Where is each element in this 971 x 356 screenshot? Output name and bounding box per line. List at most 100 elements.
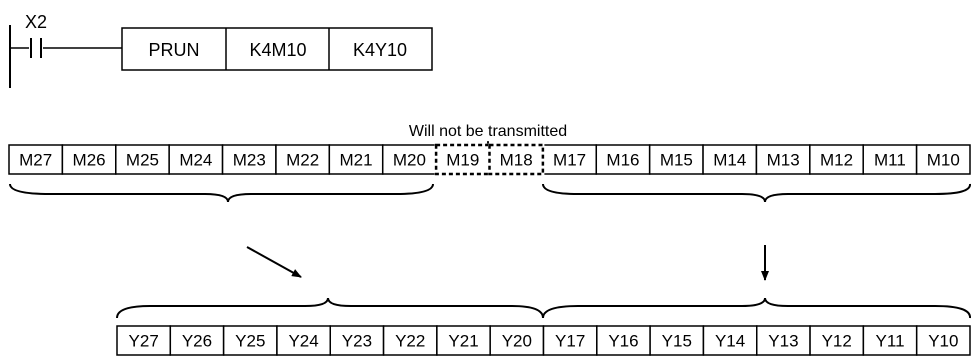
m-register-cell-border	[595, 144, 651, 175]
y-register-cell: Y25	[222, 325, 278, 356]
y-register-cell: Y24	[276, 325, 331, 356]
y-register-cell: Y15	[649, 325, 705, 356]
y-register-cell: Y23	[329, 325, 385, 356]
y-register-cell-label: Y24	[288, 332, 318, 351]
y-register-cell-label: Y21	[448, 332, 478, 351]
m-register-cell-border	[275, 144, 331, 175]
m-register-cell-label: M24	[179, 151, 212, 170]
y-register-cell-border	[915, 325, 971, 356]
m-register-cell: M21	[328, 144, 384, 175]
instruction-destination: K4Y10	[353, 40, 407, 60]
instruction-opcode: PRUN	[148, 40, 199, 60]
m-register-cell: M25	[115, 144, 170, 175]
y-register-cell-border	[596, 325, 651, 356]
y-register-cell-border	[862, 325, 918, 356]
y-register-cell-border	[169, 325, 225, 356]
y-register-cell: Y27	[116, 325, 172, 356]
y-register-cell: Y11	[862, 325, 918, 356]
m-register-cell-label: M17	[553, 151, 586, 170]
m-register-cell: M20	[381, 144, 437, 175]
contact-label: X2	[25, 12, 47, 32]
y-register-cell-label: Y17	[555, 332, 585, 351]
m-register-cell: M15	[648, 144, 704, 175]
m-register-cell-border	[8, 144, 64, 175]
ladder-rung: X2 PRUN K4M10 K4Y10	[9, 12, 433, 88]
m-register-cell-border	[221, 144, 277, 175]
m-register-cell-label: M10	[927, 151, 960, 170]
high-byte-arrow	[246, 246, 302, 278]
m-register-cell: M11	[862, 144, 918, 175]
y-register-cell: Y17	[542, 325, 598, 356]
m-register-cell-border	[648, 144, 704, 175]
m-register-skipped-outline	[488, 143, 545, 176]
y-register-cell-label: Y13	[768, 332, 798, 351]
m-low-byte-brace	[542, 183, 971, 203]
m-register-cell-border	[381, 144, 437, 175]
m-register-cell-label: M21	[339, 151, 372, 170]
y-low-byte-brace	[542, 297, 971, 319]
y-register-cell-label: Y16	[608, 332, 638, 351]
m-register-cell-label: M19	[446, 151, 479, 170]
y-high-byte-brace	[116, 297, 544, 319]
m-register-cell-label: M11	[874, 151, 906, 170]
m-register-cell: M24	[168, 144, 224, 175]
m-register-cell: M13	[755, 144, 811, 175]
m-register-cell-label: M22	[286, 151, 319, 170]
y-register-cell-label: Y10	[928, 332, 958, 351]
m-register-skipped-outline	[434, 143, 491, 176]
y-register-cell: Y22	[382, 325, 438, 356]
y-register-cell-border	[542, 325, 598, 356]
y-register-cell-border	[116, 325, 172, 356]
m-register-cell-label: M16	[606, 151, 639, 170]
m-register-cell: M22	[275, 144, 331, 175]
m-register-cell-label: M12	[820, 151, 853, 170]
y-register-cell: Y20	[489, 325, 545, 356]
instruction-source: K4M10	[249, 40, 306, 60]
m-register-cell-label: M14	[713, 151, 746, 170]
m-register-cell-border	[862, 144, 918, 175]
instruction-box	[121, 27, 433, 71]
y-register-cell-border	[489, 325, 545, 356]
y-register-cell: Y13	[756, 325, 811, 356]
m-register-cell-border	[328, 144, 384, 175]
m-register-cell: M18	[488, 143, 545, 176]
y-register-cell-border	[702, 325, 758, 356]
y-register-cell-border	[382, 325, 438, 356]
not-transmitted-note: Will not be transmitted	[409, 123, 567, 140]
y-register-cell-label: Y11	[876, 332, 905, 351]
m-register-cell: M27	[8, 144, 64, 175]
m-register-cell-label: M20	[393, 151, 426, 170]
m-register-cell: M23	[221, 144, 277, 175]
m-register-cell-border	[915, 144, 971, 175]
m-register-cell-label: M15	[660, 151, 693, 170]
y-register-cell: Y10	[915, 325, 971, 356]
m-register-cell-label: M26	[73, 151, 106, 170]
y-register-cell-label: Y22	[395, 332, 425, 351]
m-register-cell: M14	[702, 144, 758, 175]
m-register-cell: M12	[809, 144, 864, 175]
m-register-row: M27 M26 M25 M24 M23 M22 M21 M20 M19 M18 M17 M16 M15 M…	[8, 143, 971, 176]
m-register-cell-border	[809, 144, 864, 175]
m-register-cell-label: M27	[19, 151, 52, 170]
m-register-cell: M16	[595, 144, 651, 175]
y-register-cell-border	[222, 325, 278, 356]
y-register-cell-label: Y20	[502, 332, 532, 351]
m-high-byte-brace	[9, 183, 434, 203]
y-register-cell-label: Y23	[342, 332, 372, 351]
m-register-cell: M10	[915, 144, 971, 175]
m-register-cell: M19	[434, 143, 491, 176]
y-register-cell-label: Y27	[129, 332, 159, 351]
m-register-cell: M17	[542, 144, 598, 175]
y-register-cell-label: Y14	[715, 332, 745, 351]
y-register-cell-label: Y26	[182, 332, 212, 351]
m-register-cell-label: M25	[126, 151, 159, 170]
y-register-cell-label: Y12	[822, 332, 852, 351]
y-register-cell-label: Y25	[235, 332, 265, 351]
y-register-row: Y27 Y26 Y25 Y24 Y23 Y22 Y21 Y20 Y17 Y16 Y15 Y14 Y13 Y…	[116, 325, 971, 356]
y-register-cell: Y12	[809, 325, 865, 356]
m-register-cell: M26	[61, 144, 117, 175]
m-register-cell-label: M13	[767, 151, 800, 170]
m-register-cell-label: M18	[500, 151, 533, 170]
y-register-cell: Y16	[596, 325, 651, 356]
